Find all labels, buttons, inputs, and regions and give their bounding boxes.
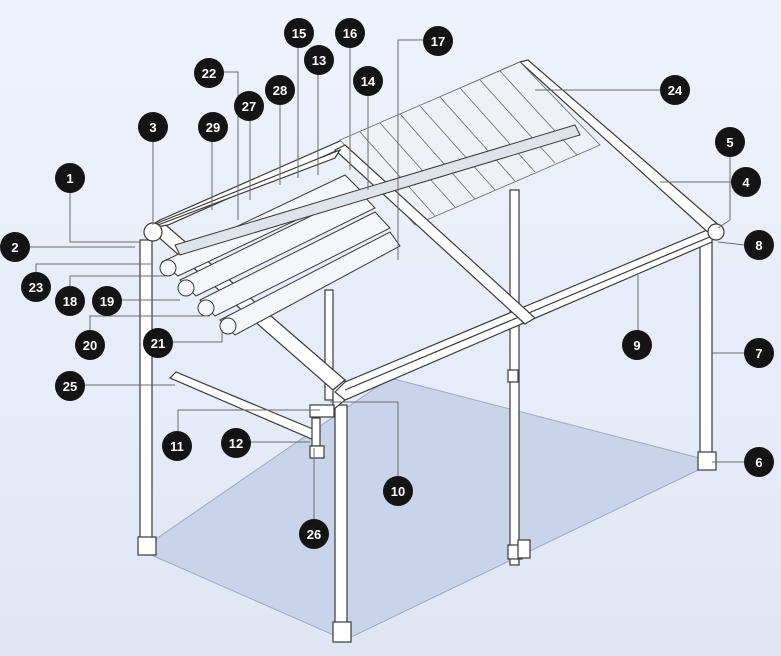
callout-11: 11 bbox=[162, 431, 192, 461]
callout-15-label: 15 bbox=[291, 25, 307, 41]
callout-1-label: 1 bbox=[66, 170, 74, 186]
callout-19: 19 bbox=[92, 286, 122, 316]
callout-12: 12 bbox=[221, 428, 251, 458]
callout-10: 10 bbox=[383, 476, 413, 506]
callout-27: 27 bbox=[234, 91, 264, 121]
callout-17-label: 17 bbox=[430, 33, 446, 49]
post-front-right bbox=[699, 239, 713, 456]
callout-8: 8 bbox=[744, 230, 774, 260]
floor-area bbox=[138, 377, 717, 641]
loose-beam bbox=[168, 371, 321, 441]
callout-23: 23 bbox=[21, 272, 51, 302]
post-front-left bbox=[139, 239, 153, 541]
leader-20 bbox=[89, 315, 210, 330]
post-foot-middle bbox=[517, 539, 531, 559]
callout-18-label: 18 bbox=[62, 293, 78, 309]
callout-22-label: 22 bbox=[201, 65, 217, 81]
callout-28: 28 bbox=[265, 75, 295, 105]
leader-21 bbox=[172, 330, 223, 343]
leader-11 bbox=[177, 409, 320, 435]
callout-1: 1 bbox=[55, 163, 85, 193]
callout-18: 18 bbox=[55, 286, 85, 316]
callout-5: 5 bbox=[715, 127, 745, 157]
callout-9-label: 9 bbox=[633, 337, 641, 353]
callout-29: 29 bbox=[198, 112, 228, 142]
right-side-rafter bbox=[518, 59, 725, 241]
callout-27-label: 27 bbox=[241, 98, 257, 114]
callout-20: 20 bbox=[75, 330, 105, 360]
leader-8 bbox=[717, 241, 746, 246]
callout-17: 17 bbox=[423, 26, 453, 56]
callout-4-label: 4 bbox=[742, 174, 750, 190]
callout-7-label: 7 bbox=[755, 345, 763, 361]
callout-6-label: 6 bbox=[755, 454, 763, 470]
post-foot-front-right bbox=[697, 451, 717, 471]
callout-20-label: 20 bbox=[82, 337, 98, 353]
post-bracket-back bbox=[507, 369, 519, 383]
leader-5 bbox=[717, 155, 731, 229]
callout-2: 2 bbox=[0, 232, 30, 262]
leader-1 bbox=[69, 178, 140, 243]
callout-3-label: 3 bbox=[149, 119, 157, 135]
callout-5-label: 5 bbox=[726, 134, 734, 150]
leader-22 bbox=[222, 71, 239, 220]
leader-17 bbox=[397, 39, 425, 260]
post-back-left bbox=[324, 289, 334, 401]
callout-11-label: 11 bbox=[170, 438, 184, 454]
callout-28-label: 28 bbox=[272, 82, 288, 98]
track-rail bbox=[174, 124, 581, 256]
callout-13: 13 bbox=[304, 45, 334, 75]
leader-lines bbox=[30, 39, 746, 520]
callout-7: 7 bbox=[744, 338, 774, 368]
callout-21-label: 21 bbox=[150, 335, 166, 351]
callout-22: 22 bbox=[194, 58, 224, 88]
callout-14-label: 14 bbox=[360, 73, 376, 89]
callout-24-label: 24 bbox=[667, 82, 683, 98]
callout-26-label: 26 bbox=[306, 526, 322, 542]
louvre-rolls bbox=[159, 174, 401, 336]
callout-8-label: 8 bbox=[755, 237, 763, 253]
callout-29-label: 29 bbox=[205, 119, 221, 135]
callout-6: 6 bbox=[744, 447, 774, 477]
callout-9: 9 bbox=[622, 330, 652, 360]
callout-4: 4 bbox=[731, 167, 761, 197]
callout-25: 25 bbox=[55, 371, 85, 401]
callout-21: 21 bbox=[143, 328, 173, 358]
post-front-middle bbox=[334, 404, 348, 628]
callout-24: 24 bbox=[660, 75, 690, 105]
callout-10-label: 10 bbox=[390, 483, 406, 499]
callout-3: 3 bbox=[138, 112, 168, 142]
callout-26: 26 bbox=[299, 519, 329, 549]
callout-2-label: 2 bbox=[11, 239, 19, 255]
leader-10 bbox=[330, 401, 399, 478]
callout-13-label: 13 bbox=[311, 52, 327, 68]
callout-16: 16 bbox=[335, 18, 365, 48]
callout-16-label: 16 bbox=[342, 25, 358, 41]
callout-12-label: 12 bbox=[228, 435, 244, 451]
callout-25-label: 25 bbox=[62, 378, 78, 394]
callout-14: 14 bbox=[353, 66, 383, 96]
callout-23-label: 23 bbox=[28, 279, 44, 295]
callout-15: 15 bbox=[284, 18, 314, 48]
callout-19-label: 19 bbox=[99, 293, 115, 309]
post-foot-front-left bbox=[137, 536, 157, 556]
post-foot-front-middle bbox=[332, 621, 352, 643]
